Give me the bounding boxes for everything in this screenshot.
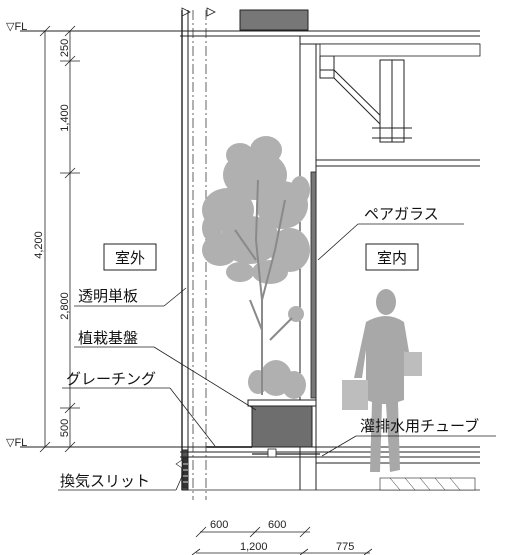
clear-single-pane-label: 透明単板 bbox=[78, 287, 138, 305]
planting-base-label: 植栽基盤 bbox=[78, 329, 138, 347]
vent-slit bbox=[182, 457, 189, 489]
dim-250: 250 bbox=[59, 39, 71, 57]
pair-glass bbox=[310, 171, 317, 399]
dim-1400: 1,400 bbox=[59, 104, 71, 132]
top-flag-left bbox=[181, 7, 191, 17]
person-silhouette bbox=[342, 289, 422, 472]
outside-room-box: 室外 bbox=[103, 243, 157, 271]
dim-500: 500 bbox=[59, 419, 71, 437]
top-flag-right bbox=[206, 7, 216, 17]
pair-glass-label: ペアガラス bbox=[364, 205, 439, 223]
planter-box bbox=[251, 403, 313, 448]
building-structure bbox=[20, 7, 481, 500]
outside-room-label: 室外 bbox=[115, 249, 145, 267]
irrigation-tube-label: 灌排水用チューブ bbox=[360, 417, 479, 435]
inside-room-label: 室内 bbox=[377, 249, 407, 267]
grating-label: グレーチング bbox=[66, 370, 156, 388]
roof-equipment bbox=[239, 9, 309, 31]
dim-775: 775 bbox=[336, 541, 354, 553]
dim-600-a: 600 bbox=[210, 519, 228, 531]
dim-600-b: 600 bbox=[268, 519, 286, 531]
inside-room-box: 室内 bbox=[365, 243, 419, 271]
horizontal-dimension-lines bbox=[191, 526, 373, 555]
dim-total: 4,200 bbox=[33, 231, 45, 259]
dim-1200: 1,200 bbox=[240, 541, 268, 553]
tree-illustration bbox=[202, 136, 310, 399]
leader-lines bbox=[58, 223, 496, 491]
fl-top-label: ▽FL bbox=[6, 21, 27, 33]
vertical-dimension-lines bbox=[39, 25, 80, 453]
fl-bottom-label: ▽FL bbox=[6, 437, 27, 449]
dim-2800: 2,800 bbox=[59, 292, 71, 320]
vent-slit-label: 換気スリット bbox=[60, 472, 150, 490]
